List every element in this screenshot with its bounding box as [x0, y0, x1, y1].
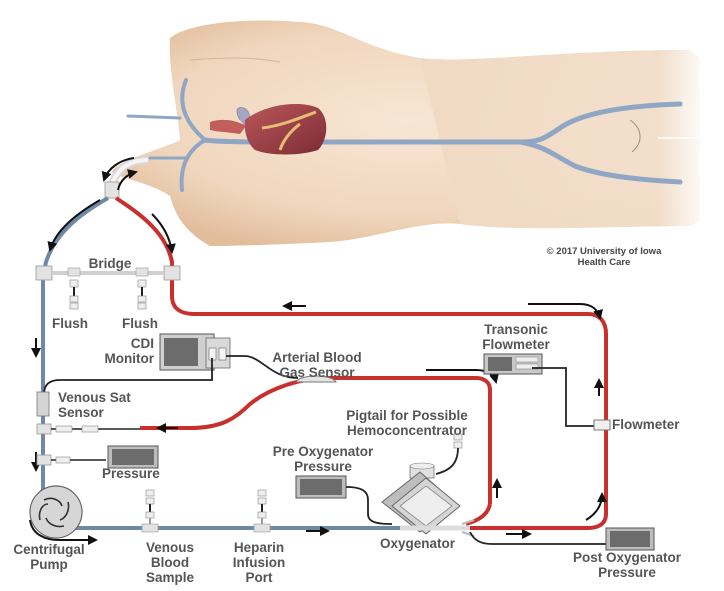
cdi-cable-venous	[43, 358, 213, 395]
flowmeter-probe	[593, 419, 611, 431]
vein-superior	[180, 78, 207, 142]
cannula-tube-inner	[110, 158, 149, 185]
oxygenator	[381, 462, 475, 537]
label-pigtail-hemoconcentrator: Pigtail for Possible Hemoconcentrator	[346, 408, 468, 438]
label-heparin-infusion-port: Heparin Infusion Port	[232, 540, 286, 585]
chest-contour	[189, 57, 281, 63]
vessels-left	[210, 119, 246, 134]
flow-arrow-post-oxy-up	[585, 492, 607, 521]
label-transonic-flowmeter: Transonic Flowmeter	[482, 322, 550, 352]
bridge-connector-left	[35, 265, 53, 281]
flow-arrow-pump	[29, 519, 98, 545]
pigtail-hemoconcentrator	[435, 433, 463, 475]
label-pressure: Pressure	[102, 466, 160, 481]
legs	[420, 50, 700, 229]
veins	[126, 78, 683, 192]
vein-left-arm	[126, 114, 182, 120]
flush-port-left	[67, 267, 81, 310]
label-bridge: Bridge	[88, 256, 132, 271]
flow-arrow-arterial-upper	[151, 213, 176, 254]
label-cdi-monitor: CDI Monitor	[104, 336, 155, 366]
cannula	[101, 156, 149, 199]
label-flush-right: Flush	[122, 316, 158, 331]
arterial-line-gas	[140, 376, 492, 504]
bridge-connector-right	[163, 265, 181, 281]
bridge	[35, 265, 181, 310]
arterial-blood-gas-sensor	[295, 375, 337, 383]
venous-t-connectors	[36, 423, 140, 466]
y-connector	[104, 181, 120, 199]
post-oxygenator-pressure-monitor	[469, 527, 655, 551]
pre-oxygenator-pressure-monitor	[295, 475, 393, 525]
label-pre-oxygenator-pressure: Pre Oxygenator Pressure	[272, 444, 374, 474]
label-flush-left: Flush	[52, 316, 88, 331]
flow-arrow-venous-upper	[47, 199, 101, 252]
heparin-infusion-port	[253, 489, 271, 533]
flow-arrow-arterial-corner	[528, 303, 603, 320]
venous-sat-sensor	[36, 391, 50, 417]
flush-port-right	[135, 267, 149, 310]
pelvis-contour	[629, 119, 641, 153]
label-venous-blood-sample: Venous Blood Sample	[145, 540, 195, 585]
flow-arrow-cannula-out	[101, 157, 135, 182]
venous-line-upper	[42, 196, 109, 273]
heart-illustration	[210, 104, 327, 155]
label-post-oxygenator-pressure: Post Oxygenator Pressure	[572, 550, 682, 580]
vein-inferior	[179, 138, 207, 192]
centrifugal-pump	[29, 485, 83, 539]
label-oxygenator: Oxygenator	[380, 536, 456, 551]
flow-arrow-cannula-in	[117, 169, 138, 191]
patient-body	[112, 20, 700, 246]
arterial-line-oxygenator-out	[465, 503, 492, 526]
label-venous-sat-sensor: Venous Sat Sensor	[58, 390, 131, 420]
label-centrifugal-pump: Centrifugal Pump	[13, 542, 85, 572]
heart-fat	[261, 110, 317, 151]
cdi-monitor-device	[43, 333, 299, 395]
pressure-monitor	[107, 445, 159, 469]
venous-blood-sample-port	[141, 489, 159, 533]
transonic-flowmeter-device	[483, 353, 594, 427]
vein-leg-lower	[517, 139, 683, 185]
copyright-notice: © 2017 University of Iowa Health Care	[546, 246, 662, 268]
vein-main	[202, 101, 683, 145]
cdi-cable-arterial	[226, 355, 299, 379]
arterial-line-return	[170, 280, 608, 530]
arterial-line-upper	[114, 196, 174, 272]
label-flowmeter: Flowmeter	[612, 417, 680, 432]
label-arterial-blood-gas-sensor: Arterial Blood Gas Sensor	[272, 350, 362, 380]
